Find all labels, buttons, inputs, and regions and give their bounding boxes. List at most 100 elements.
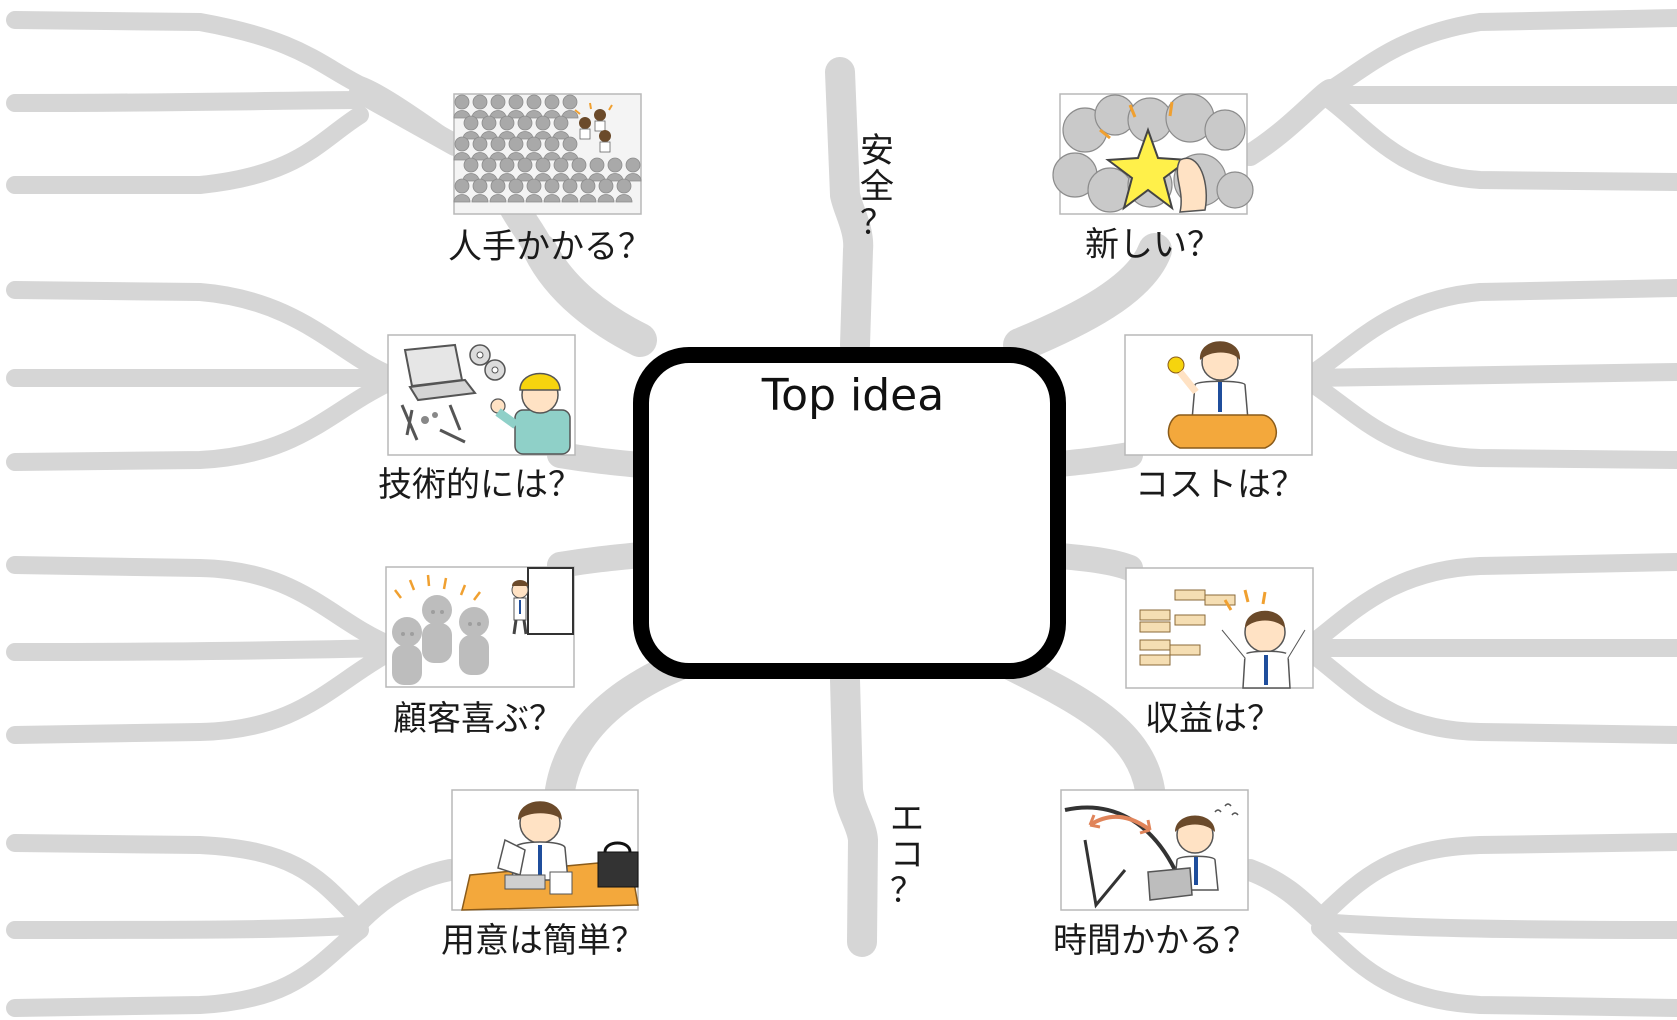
crowd-person-body: [615, 194, 633, 203]
left-tree-1: [6, 11, 466, 194]
node-label-tech: 技術的には？: [378, 465, 582, 505]
crowd-person-head: [535, 115, 551, 131]
node-eco[interactable]: エ コ ？: [890, 799, 924, 911]
node-label-time: 時間かかる？: [1053, 921, 1257, 961]
crowd-person-head: [490, 178, 506, 194]
crowd-person-body: [561, 194, 579, 203]
crowd-person-body: [624, 173, 642, 182]
crowd-person-head: [562, 136, 578, 152]
crowd-person-head: [517, 157, 533, 173]
crowd-person-body: [507, 194, 525, 203]
branch-prep: [545, 650, 695, 805]
safety-char-1: 安: [860, 131, 894, 171]
crowd-person-head: [472, 178, 488, 194]
branch-time: [995, 650, 1165, 805]
crowd-person-head: [544, 94, 560, 110]
crowd-person-head: [454, 178, 470, 194]
node-label-manpower: 人手かかる？: [448, 227, 652, 267]
node-tech[interactable]: 技術的には？: [378, 334, 582, 505]
crowd-person-head: [463, 157, 479, 173]
node-safety[interactable]: 安 全 ？: [860, 131, 894, 243]
crowd-person-head: [517, 115, 533, 131]
safety-char-2: 全: [860, 167, 894, 207]
eco-char-2: コ: [890, 835, 924, 875]
crowd-person-head: [589, 157, 605, 173]
crowd-person-head: [499, 157, 515, 173]
crowd-person-head: [454, 94, 470, 110]
crowd-person-head: [562, 94, 578, 110]
crowd-person-head: [472, 136, 488, 152]
crowd-person-head: [544, 178, 560, 194]
node-label-cost: コストは？: [1135, 465, 1305, 505]
crowd-person-head: [580, 178, 596, 194]
crowd-person-head: [508, 178, 524, 194]
node-customer[interactable]: 顧客喜ぶ？: [385, 566, 575, 739]
crowd-person-head: [481, 115, 497, 131]
crowd-person-head: [499, 115, 515, 131]
crowd-person-head: [562, 178, 578, 194]
crowd-person-body: [489, 194, 507, 203]
node-label-new: 新しい？: [1085, 225, 1221, 265]
node-new[interactable]: 新しい？: [1052, 93, 1254, 265]
crowd-person-body: [453, 194, 471, 203]
money-stacks-icon: [1125, 567, 1314, 689]
branches: [6, 9, 1677, 1017]
right-tree-3: [1301, 553, 1677, 744]
branch-safety: [825, 57, 874, 360]
crowd-person-body: [579, 194, 597, 203]
node-cost[interactable]: コストは？: [1124, 334, 1313, 505]
crowd-person-head: [508, 136, 524, 152]
right-tree-4: [1239, 833, 1677, 1017]
node-manpower[interactable]: 人手かかる？: [448, 93, 652, 267]
crowd-person-head: [571, 157, 587, 173]
center-title: Top idea: [761, 370, 944, 421]
crowd-people-icon: [453, 93, 642, 215]
branch-new: [1003, 233, 1172, 362]
crowd-person-head: [616, 178, 632, 194]
crowd-person-head: [625, 157, 641, 173]
node-label-customer: 顧客喜ぶ？: [393, 699, 563, 739]
star-in-bubbles-icon: [1052, 93, 1254, 215]
crowd-person-head: [526, 94, 542, 110]
crowd-person-head: [526, 136, 542, 152]
crowd-person-head: [544, 136, 560, 152]
left-tree-2: [6, 281, 399, 471]
node-label-revenue: 収益は？: [1145, 699, 1281, 739]
crowd-person-head: [535, 157, 551, 173]
clock-worker-icon: [1060, 789, 1249, 911]
crowd-person-head: [472, 94, 488, 110]
node-revenue[interactable]: 収益は？: [1125, 567, 1314, 739]
crowd-person-head: [526, 178, 542, 194]
happy-audience-icon: [385, 566, 575, 688]
safety-char-3: ？: [860, 203, 894, 243]
desk-preparation-icon: [451, 789, 639, 911]
eco-char-3: ？: [890, 871, 924, 911]
crowd-person-head: [508, 94, 524, 110]
crowd-person-head: [598, 178, 614, 194]
node-prep[interactable]: 用意は簡単？: [441, 789, 645, 961]
crowd-person-body: [597, 194, 615, 203]
crowd-person-body: [543, 194, 561, 203]
center-node[interactable]: Top idea: [633, 347, 1066, 679]
branch-eco: [830, 665, 879, 957]
crowd-person-head: [463, 115, 479, 131]
crowd-person-head: [553, 157, 569, 173]
node-time[interactable]: 時間かかる？: [1053, 789, 1257, 961]
crowd-person-body: [471, 194, 489, 203]
crowd-person-head: [454, 136, 470, 152]
right-tree-2: [1301, 279, 1677, 469]
node-label-prep: 用意は簡単？: [441, 921, 645, 961]
coin-purse-icon: [1124, 334, 1313, 456]
left-tree-3: [6, 556, 399, 744]
crowd-person-head: [490, 94, 506, 110]
laptop-tools-worker-icon: [387, 334, 576, 456]
left-tree-4: [6, 834, 461, 1017]
crowd-person-head: [481, 157, 497, 173]
right-tree-1: [1239, 9, 1677, 191]
crowd-person-head: [490, 136, 506, 152]
crowd-person-head: [553, 115, 569, 131]
crowd-person-body: [525, 194, 543, 203]
eco-char-1: エ: [890, 799, 924, 839]
crowd-person-head: [607, 157, 623, 173]
